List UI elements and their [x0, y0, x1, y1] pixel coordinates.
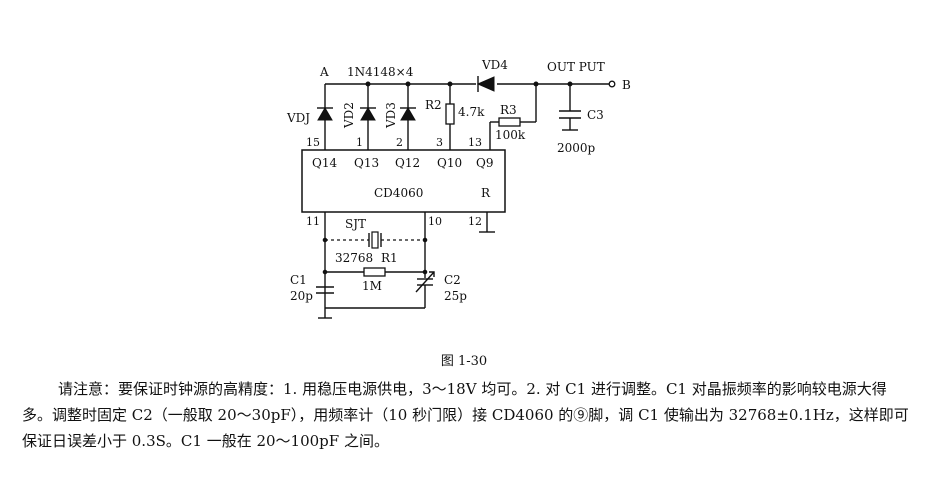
- pin-3: 3: [436, 136, 443, 149]
- label-vd1: VDJ: [286, 111, 310, 125]
- chip-q9: Q9: [476, 156, 493, 170]
- label-node-a: A: [319, 65, 329, 79]
- diode-vd2: [360, 84, 376, 150]
- capacitor-c3: [559, 84, 581, 131]
- capacitor-c2: [325, 271, 435, 309]
- label-c1-value: 20p: [290, 289, 313, 303]
- circuit-schematic: A 1N4148×4 VDJ VD2 VD3 R2 4.7k VD4 OUT P…: [286, 58, 631, 319]
- label-node-b: B: [622, 78, 631, 92]
- pin-1: 1: [356, 136, 363, 149]
- label-c1: C1: [290, 273, 307, 287]
- label-c2: C2: [444, 273, 461, 287]
- figure-caption: 图 1-30: [440, 354, 488, 369]
- diode-vd1: [317, 84, 333, 150]
- label-r2: R2: [425, 98, 442, 112]
- label-crystal-freq: 32768: [335, 251, 373, 265]
- label-r1: R1: [381, 251, 398, 265]
- chip-reset: R: [481, 186, 491, 200]
- label-c3: C3: [587, 108, 604, 122]
- chip-q13: Q13: [354, 156, 379, 170]
- chip-name: CD4060: [374, 186, 423, 200]
- label-sjt: SJT: [345, 217, 366, 231]
- pin-15: 15: [306, 136, 320, 149]
- label-r2-value: 4.7k: [458, 105, 485, 119]
- resistor-r2: [445, 84, 455, 150]
- chip-q10: Q10: [437, 156, 462, 170]
- label-r3-value: 100k: [495, 128, 526, 142]
- pin-10: 10: [428, 215, 442, 228]
- capacitor-c1: [316, 286, 334, 319]
- description-paragraph: 请注意：要保证时钟源的高精度：1. 用稳压电源供电，3～18V 均可。2. 对 …: [22, 380, 909, 450]
- label-diode-part: 1N4148×4: [347, 65, 414, 79]
- label-vd2: VD2: [342, 102, 356, 129]
- label-r1-value: 1M: [362, 279, 382, 293]
- top-bus: [325, 80, 616, 88]
- resistor-r1: [322, 267, 428, 277]
- pin-12: 12: [468, 215, 482, 228]
- label-vd3: VD3: [384, 102, 398, 129]
- label-vd4: VD4: [481, 58, 508, 72]
- pin-2: 2: [396, 136, 403, 149]
- chip-q14: Q14: [312, 156, 337, 170]
- label-c2-value: 25p: [444, 289, 467, 303]
- label-r3: R3: [500, 103, 517, 117]
- chip-q12: Q12: [395, 156, 420, 170]
- crystal-sjt: [322, 231, 428, 249]
- chip-cd4060: [301, 149, 506, 213]
- label-output: OUT PUT: [547, 60, 605, 74]
- pin-13: 13: [468, 136, 482, 149]
- chip-bottom-leads: [324, 212, 495, 318]
- pin-11: 11: [306, 215, 320, 228]
- resistor-r3: [489, 84, 537, 150]
- label-c3-value: 2000p: [557, 141, 596, 155]
- diode-vd4: [476, 76, 495, 92]
- diode-vd3: [400, 84, 416, 150]
